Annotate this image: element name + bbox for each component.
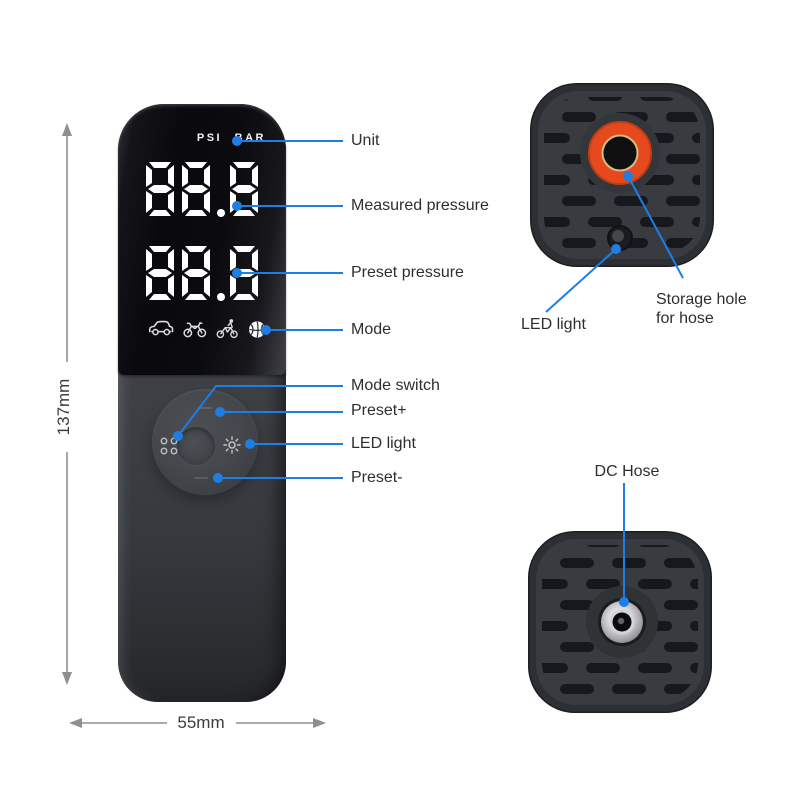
pump-front-view: PSI BAR	[118, 104, 286, 702]
bicycle-mode-icon	[216, 319, 238, 339]
mode-switch-icon[interactable]	[158, 435, 182, 459]
callout-mode-switch: Mode switch	[351, 377, 440, 394]
label-dc-hose: DC Hose	[594, 463, 660, 480]
callout-preset-plus: Preset+	[351, 402, 407, 419]
callout-preset-minus: Preset-	[351, 469, 403, 486]
car-mode-icon	[148, 320, 174, 336]
motorcycle-mode-icon	[183, 322, 207, 338]
callout-mode: Mode	[351, 321, 392, 338]
unit-indicator: PSI BAR	[196, 132, 266, 144]
measured-pressure-readout	[145, 161, 261, 217]
control-dial	[152, 389, 258, 495]
callout-led-light: LED light	[351, 435, 416, 452]
mode-icons-row	[148, 316, 266, 342]
ball-mode-icon	[248, 320, 265, 338]
led-light-button-icon[interactable]	[223, 436, 241, 454]
pump-top-view	[530, 83, 714, 267]
callout-unit: Unit	[351, 132, 380, 149]
label-led-light-top: LED light	[521, 316, 586, 333]
preset-minus-mark[interactable]	[194, 477, 208, 479]
storage-hole	[603, 136, 637, 170]
callout-measured: Measured pressure	[351, 197, 489, 214]
pump-bottom-view	[528, 531, 712, 713]
height-dimension-label: 137mm	[54, 378, 73, 436]
led-display: PSI BAR	[118, 104, 286, 375]
label-storage-hole: Storage hole for hose	[656, 291, 747, 328]
preset-pressure-readout	[145, 245, 261, 301]
preset-plus-mark[interactable]	[198, 407, 212, 409]
dial-center	[177, 427, 215, 465]
callout-preset-pressure: Preset pressure	[351, 264, 464, 281]
width-dimension-label: 55mm	[177, 713, 225, 732]
